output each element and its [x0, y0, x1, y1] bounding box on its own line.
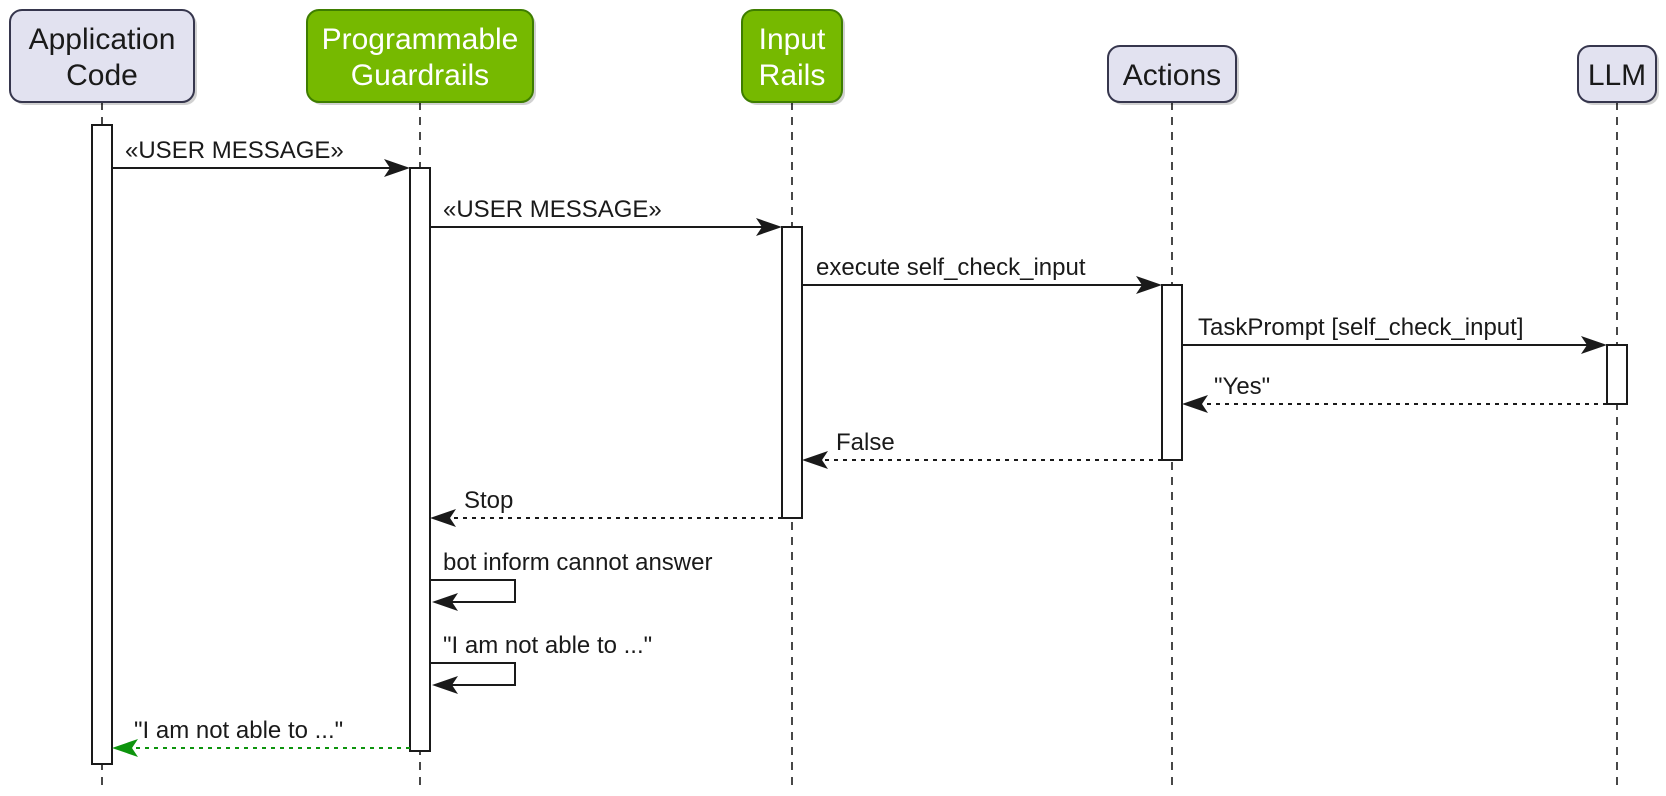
message-label: «USER MESSAGE»: [125, 137, 344, 164]
activation-bar-actions: [1161, 284, 1183, 461]
participant-label-actions: Actions: [1123, 59, 1221, 92]
participant-label-line: Programmable: [322, 23, 519, 56]
message-arrowhead: [1182, 395, 1208, 413]
activation-bar-application-code: [91, 124, 113, 765]
activation-bar-input-rails: [781, 226, 803, 519]
participant-label-line: Guardrails: [351, 59, 489, 92]
participant-label-line: Input: [759, 23, 826, 56]
participant-box-llm: [1577, 45, 1657, 103]
participant-label-line: Application: [29, 23, 176, 56]
message-arrowhead: [802, 451, 828, 469]
message-arrowhead: [112, 739, 138, 757]
participant-label-line: LLM: [1588, 59, 1646, 92]
self-message-arrowhead: [432, 593, 458, 611]
participant-label-line: Rails: [759, 59, 826, 92]
message-label: "I am not able to ...": [443, 632, 652, 659]
participant-label-line: Actions: [1123, 59, 1221, 92]
participant-box-programmable-guardrails: [306, 9, 534, 103]
self-message-loop: [431, 662, 516, 686]
participant-label-line: Code: [66, 59, 138, 92]
participant-box-application-code: [9, 9, 195, 103]
message-label: execute self_check_input: [816, 254, 1086, 281]
message-label: bot inform cannot answer: [443, 549, 712, 576]
participant-box-input-rails: [741, 9, 843, 103]
message-label: False: [836, 429, 895, 456]
participant-label-llm: LLM: [1588, 59, 1646, 92]
message-label: "I am not able to ...": [134, 717, 343, 744]
message-label: TaskPrompt [self_check_input]: [1198, 314, 1524, 341]
message-label: «USER MESSAGE»: [443, 196, 662, 223]
activation-bar-llm: [1606, 344, 1628, 405]
participant-box-actions: [1107, 45, 1237, 103]
self-message-loop: [431, 579, 516, 603]
message-arrowhead: [756, 218, 782, 236]
message-label: "Yes": [1214, 373, 1270, 400]
message-arrowhead: [1581, 336, 1607, 354]
message-arrowhead: [1136, 276, 1162, 294]
message-arrowhead: [430, 509, 456, 527]
self-message-arrowhead: [432, 676, 458, 694]
message-label: Stop: [464, 487, 513, 514]
activation-bar-programmable-guardrails: [409, 167, 431, 752]
message-arrowhead: [384, 159, 410, 177]
